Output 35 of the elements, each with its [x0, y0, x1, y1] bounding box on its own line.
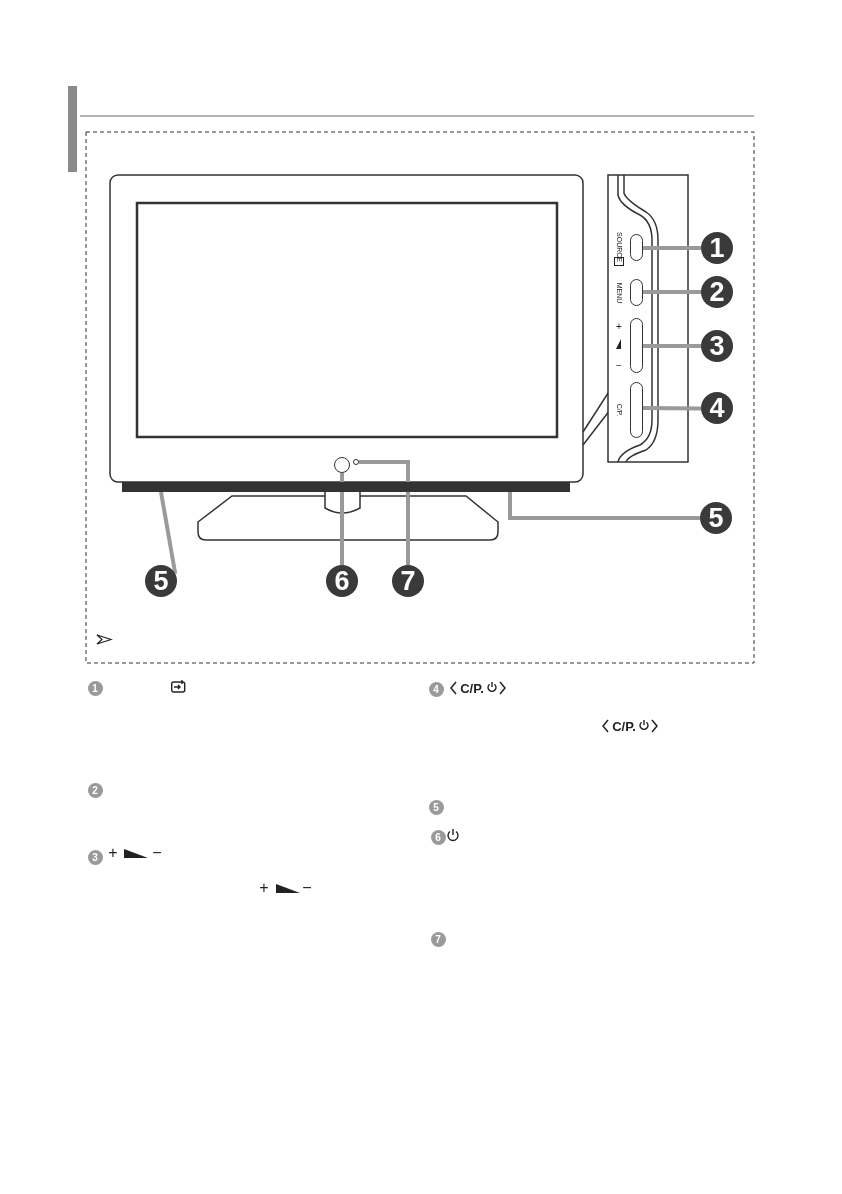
leader-line [643, 343, 701, 348]
leader-line [643, 245, 701, 250]
leader-line [643, 406, 702, 411]
remote-sensor [353, 459, 359, 465]
leader-line [508, 492, 700, 520]
callout-number: 4 [701, 392, 733, 424]
leader-line [159, 491, 178, 575]
leader-line [340, 473, 344, 565]
callout-number: 2 [701, 276, 733, 308]
callout-number: 7 [392, 565, 424, 597]
callout-number: 5 [700, 502, 732, 534]
plus-sign: + [108, 845, 118, 861]
button-label: C/P. [460, 681, 484, 695]
button-label: C/P. [612, 719, 636, 733]
callout-number: 7 [430, 931, 446, 947]
plus-sign: + [616, 322, 622, 332]
callout-number: 2 [87, 782, 103, 798]
callout-number: 3 [87, 849, 103, 865]
callout-number: 1 [701, 232, 733, 264]
leader-line [359, 460, 410, 565]
callout-number: 6 [430, 829, 446, 845]
callout-number: 5 [428, 799, 444, 815]
channel-button [630, 382, 643, 438]
plus-sign: + [259, 880, 269, 896]
callout-number: 6 [326, 565, 358, 597]
speaker-bar [122, 482, 570, 492]
volume-button [630, 318, 643, 373]
callout-number: 5 [145, 565, 177, 597]
minus-sign: − [302, 880, 312, 896]
callout-number: 1 [87, 680, 103, 696]
leader-line [643, 290, 701, 295]
callout-number: 3 [701, 330, 733, 362]
minus-sign: − [616, 361, 622, 371]
callout-number: 4 [428, 681, 444, 697]
minus-sign: − [152, 845, 162, 861]
